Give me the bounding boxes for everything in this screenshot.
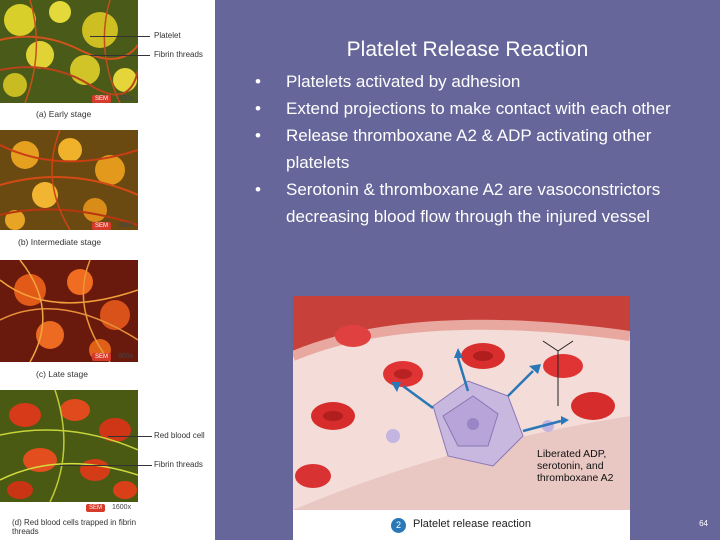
callout-line: [108, 436, 152, 437]
sem-badge: SEM: [92, 222, 112, 230]
magnification-label: 900x: [118, 95, 134, 102]
bullet-item: • Release thromboxane A2 & ADP activating…: [255, 122, 700, 176]
step-number-badge: 2: [391, 518, 406, 533]
callout-red-blood-cell: Red blood cell: [154, 431, 205, 440]
bullet-text: Platelets activated by adhesion: [286, 72, 521, 91]
callout-line: [90, 55, 150, 56]
micrograph-late-stage: [0, 260, 138, 362]
bullet-text: Release thromboxane A2 & ADP activating …: [286, 126, 652, 172]
slide-panel: Platelet Release Reaction • Platelets act…: [215, 0, 720, 540]
bullet-marker: •: [255, 180, 261, 199]
bullet-item: • Platelets activated by adhesion: [255, 68, 700, 95]
figure-caption: 2 Platelet release reaction: [293, 510, 630, 540]
release-reaction-illustration: Liberated ADP, serotonin, and thromboxan…: [293, 296, 630, 540]
bullet-item: • Extend projections to make contact with…: [255, 95, 700, 122]
micrograph-early-stage: [0, 0, 138, 103]
stage-label: (d) Red blood cells trapped in fibrin th…: [12, 518, 137, 536]
micrograph-trapped-rbc: [0, 390, 138, 502]
bullet-marker: •: [255, 126, 261, 145]
micrograph-intermediate-stage: [0, 130, 138, 230]
callout-fibrin-threads: Fibrin threads: [154, 50, 203, 59]
magnification-label: 900x: [118, 222, 134, 229]
stage-label: (a) Early stage: [36, 109, 92, 119]
bullet-marker: •: [255, 72, 261, 91]
callout-fibrin-threads: Fibrin threads: [154, 460, 203, 469]
sem-badge: SEM: [92, 95, 112, 103]
bullet-item: • Serotonin & thromboxane A2 are vasocons…: [255, 176, 700, 230]
bullet-list: • Platelets activated by adhesion • Extend…: [255, 68, 700, 230]
stage-label: (b) Intermediate stage: [18, 237, 102, 247]
bullet-text: Serotonin & thromboxane A2 are vasoconst…: [286, 180, 661, 226]
callout-line: [90, 36, 150, 37]
slide-title: Platelet Release Reaction: [346, 38, 589, 61]
liberated-chemicals-label: Liberated ADP, serotonin, and thromboxan…: [537, 448, 614, 484]
magnification-label: 1600x: [112, 504, 132, 511]
bullet-marker: •: [255, 99, 261, 118]
callout-line: [60, 465, 152, 466]
sem-badge: SEM: [86, 504, 106, 512]
page-number: 64: [699, 519, 708, 528]
micrograph-column: SEM 900x (a) Early stage Platelet Fibrin…: [0, 0, 215, 540]
stage-label: (c) Late stage: [36, 369, 88, 379]
vessel-illustration: [293, 296, 630, 510]
magnification-label: 900x: [118, 353, 134, 360]
callout-platelet: Platelet: [154, 31, 181, 40]
sem-badge: SEM: [92, 353, 112, 361]
bullet-text: Extend projections to make contact with …: [286, 99, 671, 118]
caption-text: Platelet release reaction: [413, 518, 532, 530]
